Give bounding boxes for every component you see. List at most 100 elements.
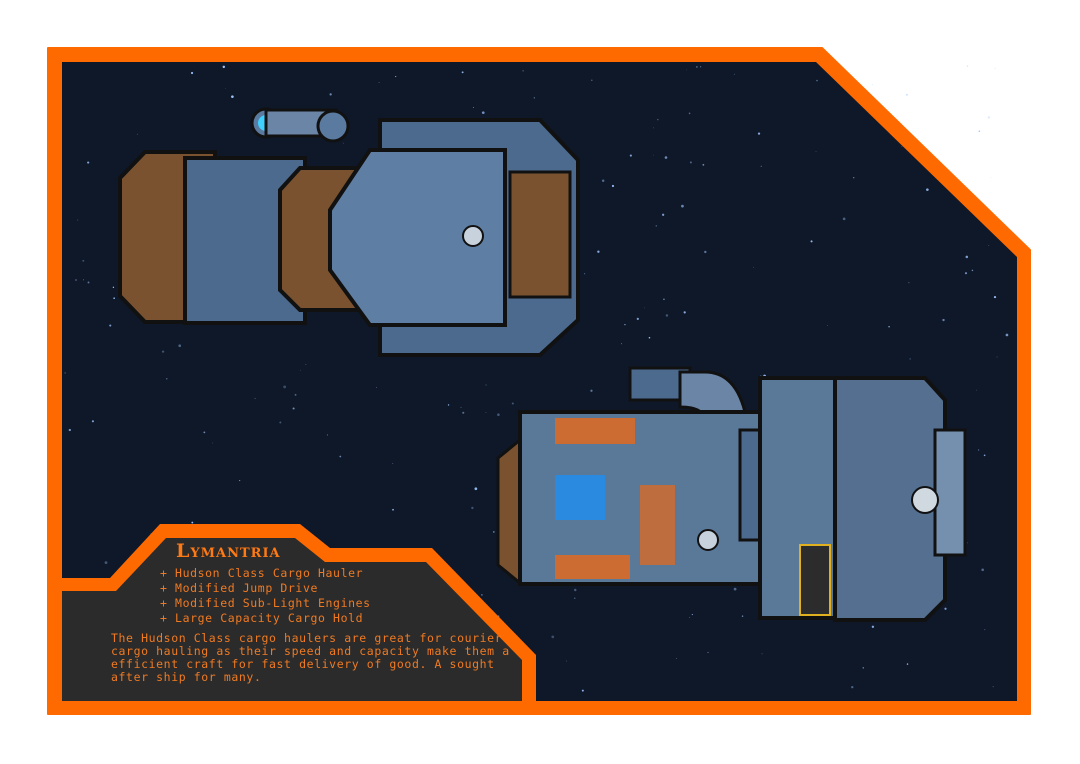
- star: [161, 350, 165, 353]
- star: [810, 240, 813, 243]
- star: [461, 71, 464, 74]
- star: [584, 273, 586, 275]
- star: [741, 615, 744, 617]
- star: [485, 411, 487, 413]
- star: [279, 421, 282, 424]
- ship-name: Lymantria: [176, 540, 281, 562]
- star: [533, 97, 535, 99]
- star: [964, 272, 968, 275]
- star: [511, 402, 514, 405]
- star: [978, 130, 981, 133]
- star: [239, 480, 241, 482]
- star: [942, 318, 945, 322]
- star: [624, 324, 626, 326]
- star: [760, 165, 762, 167]
- star: [300, 369, 301, 371]
- star: [675, 658, 677, 659]
- star: [753, 266, 754, 268]
- star: [473, 107, 474, 108]
- star: [827, 325, 828, 326]
- star: [853, 177, 855, 179]
- star: [665, 314, 669, 317]
- star: [339, 455, 342, 458]
- star: [329, 93, 332, 96]
- star: [74, 278, 78, 282]
- star: [447, 404, 450, 406]
- ship-description: The Hudson Class cargo haulers are great…: [111, 631, 510, 684]
- star: [82, 259, 85, 262]
- star: [664, 156, 668, 159]
- star: [294, 393, 297, 396]
- star: [648, 336, 651, 339]
- star: [984, 629, 986, 631]
- star: [908, 282, 910, 284]
- star: [909, 358, 911, 360]
- star: [704, 250, 707, 254]
- star: [113, 297, 115, 300]
- star: [629, 154, 632, 157]
- star: [378, 82, 380, 83]
- star: [597, 250, 600, 253]
- star: [967, 542, 969, 544]
- star: [590, 389, 593, 392]
- star: [926, 188, 929, 191]
- star: [112, 286, 115, 289]
- star: [460, 406, 462, 408]
- star: [191, 521, 194, 524]
- star: [689, 616, 691, 618]
- star: [471, 506, 474, 510]
- star: [395, 75, 397, 78]
- star: [327, 434, 328, 436]
- ship-exterior-view: [118, 107, 580, 357]
- star: [91, 420, 94, 423]
- star: [663, 298, 665, 300]
- star: [87, 281, 90, 284]
- star: [987, 116, 991, 119]
- star: [292, 407, 295, 410]
- star: [707, 651, 709, 653]
- star: [971, 269, 974, 272]
- star: [522, 70, 524, 72]
- star: [700, 66, 702, 68]
- star: [493, 531, 495, 533]
- star: [566, 660, 568, 662]
- star: [683, 311, 686, 314]
- star: [992, 686, 994, 688]
- star: [944, 607, 947, 610]
- feature-list: + Hudson Class Cargo Hauler + Modified J…: [160, 566, 371, 626]
- star: [376, 387, 377, 388]
- star: [474, 487, 478, 491]
- star: [977, 449, 980, 451]
- star: [342, 142, 344, 144]
- star: [990, 176, 992, 178]
- star: [283, 385, 287, 389]
- star: [983, 454, 986, 457]
- star: [681, 204, 684, 208]
- star: [611, 184, 615, 188]
- star: [68, 428, 71, 432]
- star: [757, 132, 761, 135]
- star: [696, 66, 698, 68]
- ship-interior-deck-plan: [496, 366, 967, 622]
- star: [462, 411, 465, 414]
- star: [77, 219, 79, 221]
- star: [644, 307, 646, 309]
- star: [481, 111, 485, 115]
- star: [581, 689, 584, 692]
- star: [851, 686, 854, 689]
- star: [905, 93, 908, 96]
- info-panel: [62, 538, 522, 701]
- star: [574, 597, 576, 599]
- star: [222, 65, 226, 69]
- star: [733, 587, 737, 591]
- star: [305, 364, 307, 366]
- star: [224, 88, 226, 90]
- star: [862, 667, 865, 669]
- star: [481, 594, 483, 596]
- star: [178, 344, 182, 348]
- star: [87, 161, 90, 164]
- star: [165, 377, 168, 380]
- star: [655, 225, 658, 227]
- star: [988, 245, 990, 246]
